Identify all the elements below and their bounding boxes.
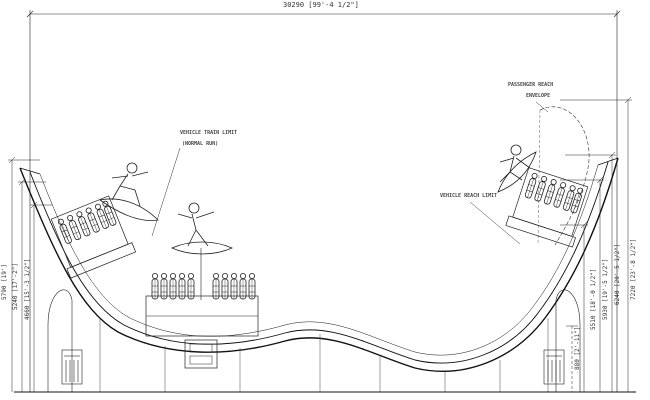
left-dim-label-1: 5790 [19'] [1, 263, 8, 300]
passenger-reach-envelope [539, 106, 590, 246]
overall-dimension [26, 10, 621, 392]
right-height-dimensions [560, 96, 632, 392]
center-station [145, 272, 259, 369]
right-vehicle [505, 167, 589, 248]
vehicle-reach-limit-label: VEHICLE REACH LIMIT [440, 193, 498, 199]
passenger-reach-label-line2: ENVELOPE [526, 93, 551, 99]
vehicle-limit-label-line2: (NORMAL RUN) [182, 141, 219, 147]
small-dim-label: 880 [2'-11"] [574, 326, 581, 370]
surfer-figure-right [497, 144, 537, 193]
track-supports [99, 318, 549, 392]
left-dim-label-3: 4660 [15'-3 1/2"] [24, 258, 31, 320]
surfer-figure-left [99, 162, 159, 221]
right-end-structure [543, 289, 581, 392]
passenger-reach-label-line1: PASSENGER REACH [508, 82, 554, 88]
overall-width-label: 30290 [99'-4 1/2"] [283, 1, 359, 9]
left-vehicle [50, 195, 137, 279]
leader-lines [151, 101, 549, 245]
right-dim-label-1: 5510 [18'-0 1/2"] [590, 268, 597, 330]
right-dim-label-2: 5930 [19'-5 1/2"] [602, 258, 609, 320]
track [19, 157, 619, 372]
vehicle-limit-label-line1: VEHICLE TRAIN LIMIT [180, 130, 238, 136]
right-dim-label-4: 7220 [23'-8 1/2"] [630, 238, 637, 300]
left-dim-label-2: 5240 [17'-2"] [12, 263, 19, 310]
left-end-structure [47, 289, 83, 392]
surfer-figure-center [171, 202, 233, 300]
right-dim-label-3: 6240 [20'-5 1/2"] [614, 243, 621, 305]
left-height-dimensions [8, 156, 52, 392]
